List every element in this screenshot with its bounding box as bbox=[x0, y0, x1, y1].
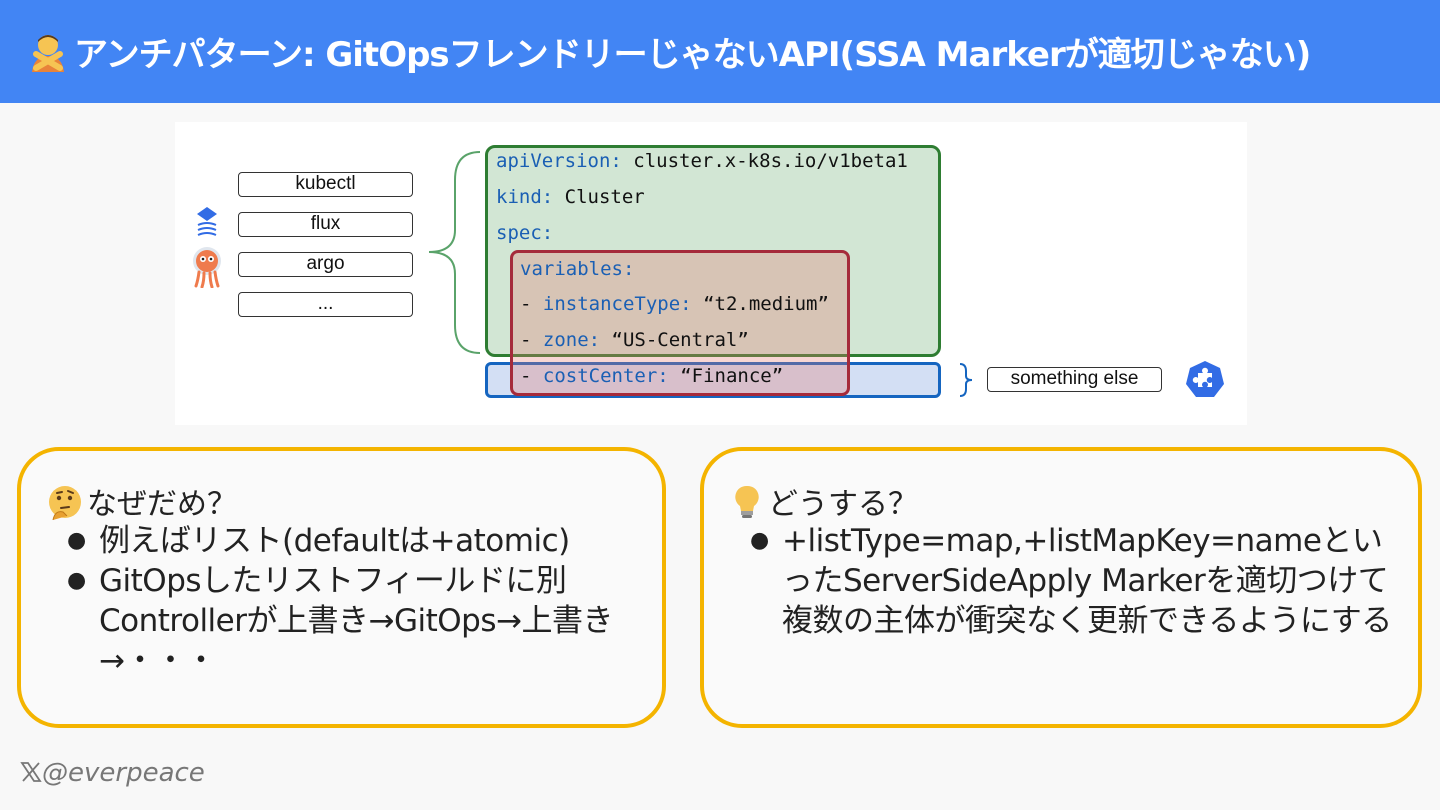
flux-icon bbox=[197, 207, 217, 236]
tool-kubectl: kubectl bbox=[238, 172, 413, 197]
how-card-list: +listType=map,+listMapKey=nameといったServer… bbox=[750, 521, 1400, 641]
list-item: +listType=map,+listMapKey=nameといったServer… bbox=[750, 521, 1400, 641]
slide-title: アンチパターン: GitOpsフレンドリーじゃないAPI(SSA Markerが… bbox=[28, 27, 1311, 76]
argo-octopus-icon bbox=[193, 247, 221, 288]
code-line-instancetype: - instanceType: “t2.medium” bbox=[520, 293, 829, 315]
other-controller-box bbox=[485, 362, 941, 398]
code-line-kind: kind: Cluster bbox=[496, 186, 645, 208]
left-brace bbox=[428, 151, 481, 354]
code-line-costcenter: - costCenter: “Finance” bbox=[520, 365, 784, 387]
tool-argo: argo bbox=[238, 252, 413, 277]
no-gesture-person-icon bbox=[32, 35, 64, 72]
variables-list-box bbox=[510, 250, 850, 396]
code-line-spec: spec: bbox=[496, 222, 554, 244]
something-else-box: something else bbox=[987, 367, 1162, 392]
light-bulb-icon bbox=[735, 485, 759, 518]
why-card-title: なぜだめ？ bbox=[47, 479, 237, 523]
thinking-face-icon bbox=[49, 486, 81, 521]
x-logo-icon bbox=[20, 762, 42, 782]
code-line-zone: - zone: “US-Central” bbox=[520, 329, 749, 351]
slide-header: アンチパターン: GitOpsフレンドリーじゃないAPI(SSA Markerが… bbox=[0, 0, 1440, 103]
list-item: GitOpsしたリストフィールドに別Controllerが上書き→GitOps→… bbox=[67, 561, 647, 681]
code-line-variables: variables: bbox=[520, 258, 635, 280]
list-item: 例えばリスト(defaultは+atomic) bbox=[67, 521, 647, 561]
right-brace bbox=[959, 363, 973, 397]
why-card-list: 例えばリスト(defaultは+atomic) GitOpsしたリストフィールド… bbox=[67, 521, 647, 681]
kubernetes-puzzle-icon bbox=[1186, 361, 1224, 397]
why-card: なぜだめ？ 例えばリスト(defaultは+atomic) GitOpsしたリス… bbox=[17, 447, 666, 728]
footer-handle: @everpeace bbox=[20, 758, 205, 788]
diagram-panel: kubectl flux argo ... apiVersion: cluste… bbox=[175, 122, 1247, 425]
tool-others: ... bbox=[238, 292, 413, 317]
how-card: どうする？ +listType=map,+listMapKey=nameといった… bbox=[700, 447, 1422, 728]
tool-flux: flux bbox=[238, 212, 413, 237]
code-line-apiversion: apiVersion: cluster.x-k8s.io/v1beta1 bbox=[496, 150, 908, 172]
how-card-title: どうする？ bbox=[730, 479, 918, 523]
